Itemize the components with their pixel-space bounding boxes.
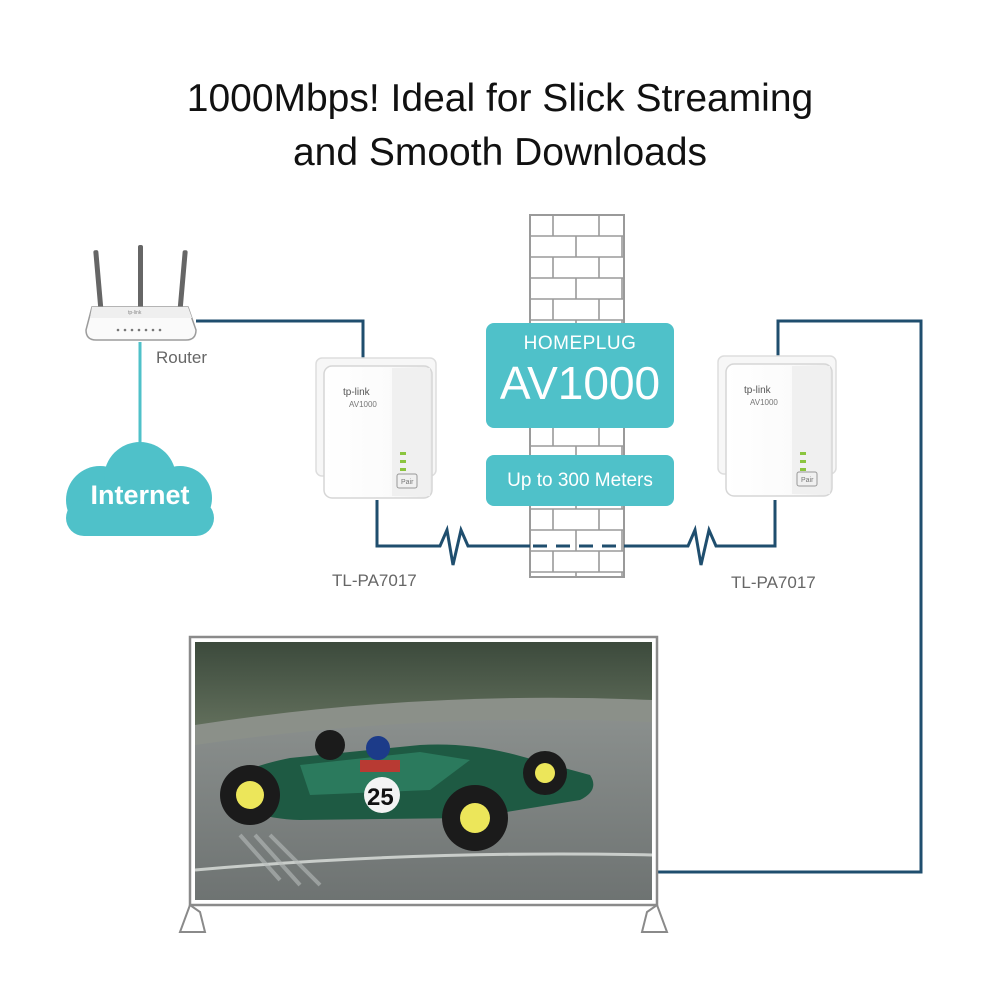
router-label: Router [156, 348, 208, 367]
router-brand: tp-link [128, 310, 142, 316]
powerline-adapter-1 [315, 357, 437, 499]
adapter-to-tv-cable [657, 319, 923, 874]
adapter-1-brand: tp-link [343, 387, 371, 398]
adapter-1-spec: AV1000 [349, 400, 377, 409]
tv-icon: 25 [178, 635, 669, 933]
headline-line-2: and Smooth Downloads [292, 131, 708, 174]
homeplug-badge: HOMEPLUG AV1000 [486, 323, 674, 428]
race-car-photo [194, 642, 653, 900]
adapter-2-pair-button: Pair [801, 477, 814, 484]
range-badge: Up to 300 Meters [486, 455, 674, 506]
powerline-adapter-2 [717, 355, 837, 497]
router-to-adapter-cable [196, 319, 365, 362]
powerline-link-left [375, 500, 530, 566]
homeplug-standard: HOMEPLUG [523, 333, 637, 354]
adapter-2-brand: tp-link [744, 385, 772, 396]
tv-stand-right [640, 903, 669, 933]
tv-stand-left [178, 903, 207, 933]
car-number: 25 [367, 784, 394, 811]
router-icon [85, 245, 197, 341]
adapter-2-model: TL-PA7017 [731, 573, 816, 592]
adapter-1-pair-button: Pair [401, 479, 414, 486]
powerline-link-right [624, 500, 777, 566]
pair-button-frame [396, 473, 418, 489]
status-leds [400, 452, 406, 471]
homeplug-speed: AV1000 [499, 357, 661, 409]
adapter-2-spec: AV1000 [750, 398, 778, 407]
headline-line-1: 1000Mbps! Ideal for Slick Streaming [186, 77, 814, 120]
internet-label: Internet [90, 480, 190, 510]
headline: 1000Mbps! Ideal for Slick Streaming and … [0, 72, 1000, 180]
cloud-icon [66, 442, 214, 536]
adapter-1-model: TL-PA7017 [332, 571, 417, 590]
